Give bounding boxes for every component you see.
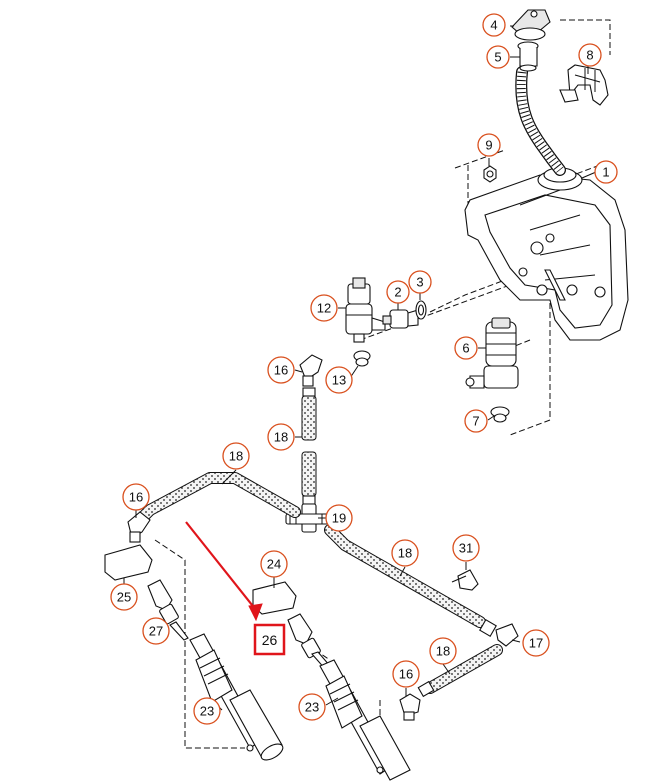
highlighted-callout-26: 26 <box>253 623 286 656</box>
hose-lower <box>417 644 503 698</box>
svg-text:12: 12 <box>317 301 331 316</box>
highlight-arrow <box>185 521 263 622</box>
filler-neck <box>515 66 566 176</box>
callout-27: 27 <box>142 617 170 645</box>
callout-18-diagonal: 18 <box>391 539 419 567</box>
callout-4: 4 <box>482 13 506 37</box>
svg-text:4: 4 <box>490 18 497 33</box>
seal-3 <box>415 300 427 320</box>
washer-reservoir <box>464 167 629 341</box>
svg-text:23: 23 <box>200 704 214 719</box>
svg-text:23: 23 <box>305 700 319 715</box>
svg-text:13: 13 <box>332 373 346 388</box>
svg-text:16: 16 <box>129 490 143 505</box>
callout-18-lower: 18 <box>429 637 457 665</box>
callouts: 1 2 3 4 5 6 7 8 9 12 13 16 16 16 17 18 1… <box>110 13 618 725</box>
svg-text:19: 19 <box>332 511 346 526</box>
clip <box>451 569 479 591</box>
callout-1: 1 <box>594 160 618 184</box>
filler-cap <box>511 9 551 41</box>
svg-text:18: 18 <box>398 546 412 561</box>
callout-2: 2 <box>386 280 410 304</box>
cover-cap-25 <box>104 544 153 581</box>
sender-2 <box>382 309 419 329</box>
callout-12: 12 <box>310 294 338 322</box>
callout-19: 19 <box>325 504 353 532</box>
svg-text:7: 7 <box>472 414 479 429</box>
grommet-13 <box>353 350 371 367</box>
washer-pump-12 <box>345 277 386 343</box>
svg-text:3: 3 <box>416 275 423 290</box>
svg-text:8: 8 <box>586 48 593 63</box>
callout-18-vertical: 18 <box>267 423 295 451</box>
strainer <box>517 41 539 72</box>
nozzle-27 <box>147 579 189 641</box>
svg-text:24: 24 <box>267 557 281 572</box>
callout-23-right: 23 <box>298 693 326 721</box>
callout-16-lower: 16 <box>392 660 420 688</box>
svg-text:18: 18 <box>229 449 243 464</box>
hose-vertical <box>301 387 317 505</box>
svg-text:16: 16 <box>399 667 413 682</box>
bracket <box>559 64 609 106</box>
svg-text:9: 9 <box>485 138 492 153</box>
elbow-16-lower <box>399 693 421 721</box>
assembly-lines <box>154 19 611 770</box>
svg-text:18: 18 <box>274 430 288 445</box>
callout-8: 8 <box>578 43 602 67</box>
callout-9: 9 <box>477 133 501 157</box>
callout-18-arch: 18 <box>222 442 250 470</box>
svg-text:16: 16 <box>274 363 288 378</box>
highlighted-part-label: 26 <box>262 632 278 648</box>
svg-text:27: 27 <box>149 624 163 639</box>
callout-25: 25 <box>110 583 138 611</box>
svg-text:31: 31 <box>459 541 473 556</box>
svg-text:18: 18 <box>436 644 450 659</box>
callout-6: 6 <box>454 336 478 360</box>
callout-16-left: 16 <box>122 483 150 511</box>
callout-13: 13 <box>325 366 353 394</box>
elbow-17 <box>495 623 519 647</box>
callout-16-upper: 16 <box>267 356 295 384</box>
callout-17: 17 <box>522 629 550 657</box>
washer-cylinder-23-left <box>189 633 284 761</box>
svg-text:6: 6 <box>462 341 469 356</box>
elbow-16-left <box>127 511 151 543</box>
hose-right-diagonal <box>324 524 497 637</box>
callout-24: 24 <box>260 550 288 578</box>
callout-23-left: 23 <box>193 697 221 725</box>
svg-text:25: 25 <box>117 590 131 605</box>
callout-31: 31 <box>452 534 480 562</box>
hose-left-arch <box>134 472 301 526</box>
grommet-7 <box>490 406 510 423</box>
elbow-16-upper <box>299 354 323 387</box>
svg-text:17: 17 <box>529 636 543 651</box>
callout-5: 5 <box>486 45 510 69</box>
nut <box>483 165 497 183</box>
svg-text:5: 5 <box>494 50 501 65</box>
svg-text:1: 1 <box>602 165 609 180</box>
callout-7: 7 <box>464 409 488 433</box>
nozzle-26 <box>287 613 331 671</box>
washer-cylinder-23-right <box>319 659 411 781</box>
svg-text:2: 2 <box>394 285 401 300</box>
callout-3: 3 <box>408 270 432 294</box>
washer-pump-6 <box>465 317 519 389</box>
